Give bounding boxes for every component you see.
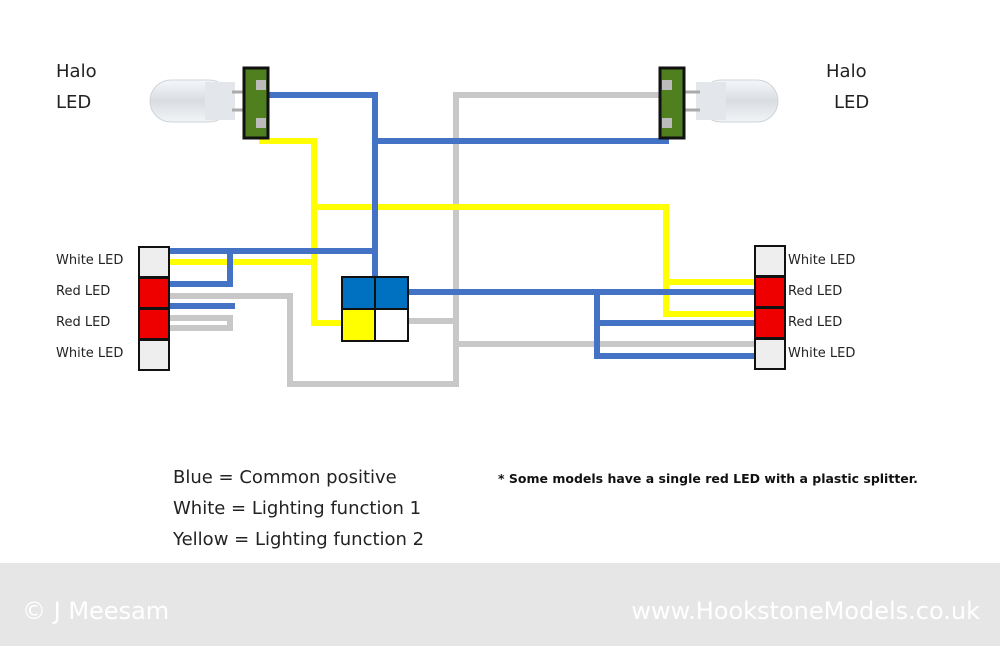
gray-wire-left-white bbox=[167, 315, 233, 331]
blue-wire-right-white bbox=[594, 320, 759, 359]
copyright-text: © J Meesam bbox=[22, 597, 170, 625]
legend-blue: Blue = Common positive bbox=[173, 467, 397, 488]
led-right-white-bottom bbox=[754, 338, 786, 370]
right-label-red-top: Red LED bbox=[788, 284, 843, 299]
led-left-red-bottom bbox=[138, 308, 170, 340]
footer-bar: © J Meesam www.HookstoneModels.co.uk bbox=[0, 563, 1000, 646]
left-label-white-top: White LED bbox=[56, 253, 124, 268]
left-label-red-bottom: Red LED bbox=[56, 315, 111, 330]
halo-led-left bbox=[149, 66, 270, 140]
halo-left-label-line1: Halo bbox=[56, 61, 97, 82]
right-label-white-bottom: White LED bbox=[788, 346, 856, 361]
legend-white: White = Lighting function 1 bbox=[173, 498, 422, 519]
yellow-wire-right-red bbox=[663, 279, 759, 317]
legend-yellow: Yellow = Lighting function 2 bbox=[173, 529, 425, 550]
yellow-wire-halo-left bbox=[259, 138, 346, 326]
right-label-white-top: White LED bbox=[788, 253, 856, 268]
halo-left-label-line2: LED bbox=[56, 92, 92, 113]
halo-right-label-line1: Halo bbox=[826, 61, 867, 82]
yellow-wire-cross bbox=[311, 204, 759, 285]
blue-wires bbox=[167, 92, 759, 359]
blue-wire-right-red bbox=[594, 289, 759, 326]
led-right-white-top bbox=[754, 245, 786, 277]
led-block-right bbox=[754, 245, 786, 370]
yellow-wires bbox=[167, 138, 759, 326]
led-right-red-bottom bbox=[754, 307, 786, 339]
left-label-white-bottom: White LED bbox=[56, 346, 124, 361]
led-left-white-top bbox=[138, 246, 170, 278]
footnote: * Some models have a single red LED with… bbox=[498, 471, 918, 486]
website-text: www.HookstoneModels.co.uk bbox=[631, 597, 980, 625]
right-label-red-bottom: Red LED bbox=[788, 315, 843, 330]
left-label-red-top: Red LED bbox=[56, 284, 111, 299]
led-left-white-bottom bbox=[138, 339, 170, 371]
junction-block bbox=[341, 276, 409, 342]
led-right-red-top bbox=[754, 276, 786, 308]
blue-wire-halo-left bbox=[259, 92, 378, 285]
halo-right-label-line2: LED bbox=[834, 92, 870, 113]
halo-led-right bbox=[658, 66, 779, 140]
wiring-diagram bbox=[138, 66, 786, 387]
led-left-red-top bbox=[138, 277, 170, 309]
led-block-left bbox=[138, 246, 170, 371]
blue-wire-left-red bbox=[167, 251, 233, 287]
gray-wire-halo-right bbox=[167, 92, 667, 387]
